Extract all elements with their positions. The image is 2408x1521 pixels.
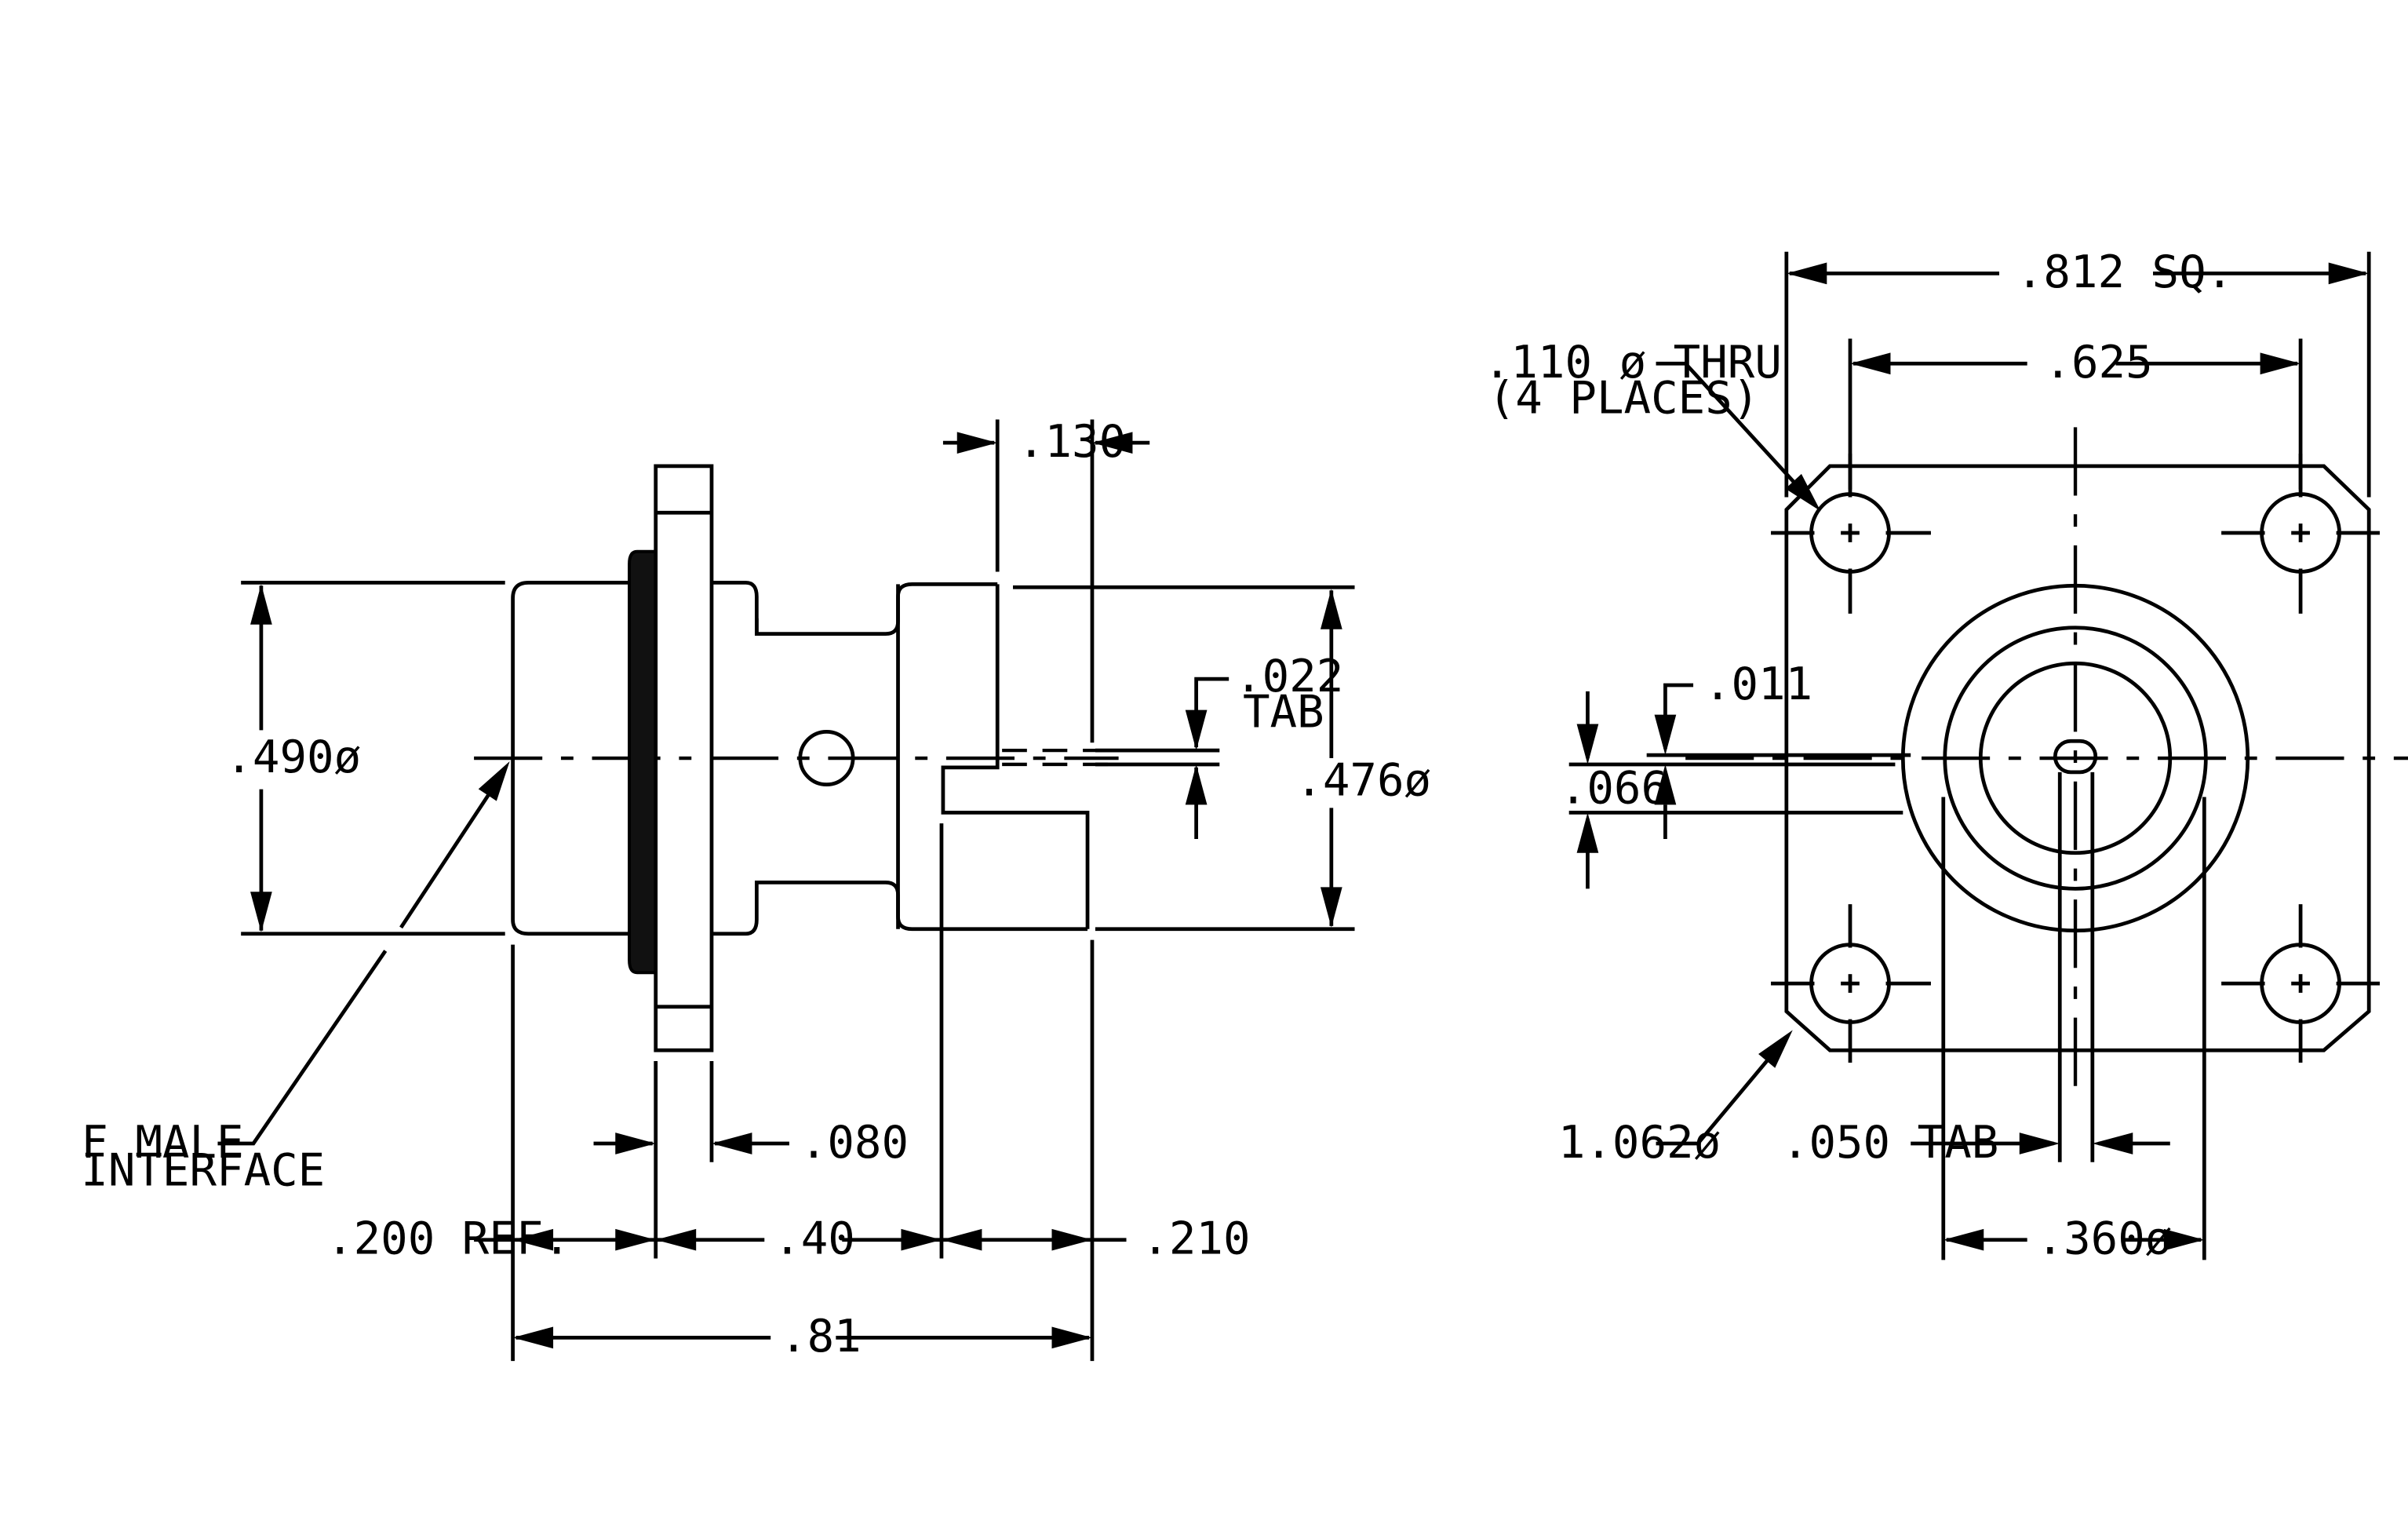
dim-812: .812 SQ. [1786,246,2370,298]
side-view [474,464,1119,1052]
dim-360-label: .360ø [2037,1213,2173,1265]
leader-hole: .110 ø THRU (4 PLACES) [1484,336,1829,519]
dim-066: .066 [1560,691,1668,889]
dim-40-label: .40 [774,1213,855,1265]
dim-81-label: .81 [780,1310,862,1362]
leader-f-male: F MALE INTERFACE [81,755,519,1196]
dim-011-label: .011 [1704,658,1812,710]
dim-490: .490ø [225,584,361,932]
dim-080-label: .080 [800,1116,909,1169]
dim-81: .81 [512,1310,1092,1362]
hole-callout-line1: .110 ø THRU [1484,336,1782,388]
dim-050: .050 TAB [1782,1116,2170,1169]
interface-body [511,580,637,936]
flange [654,464,714,1052]
dim-490-label: .490ø [225,731,361,783]
dim-360: .360ø [1943,1213,2205,1265]
mounting-holes [1771,454,2381,1063]
body-neck-outline [711,580,1088,936]
side-extension-lines [241,419,1355,1362]
hole-callout-line2: (4 PLACES) [1488,372,1760,425]
leader-1062: 1.062ø [1558,1023,1801,1169]
gasket [628,549,658,975]
note-interface: INTERFACE [81,1143,325,1196]
dim-476-label: .476ø [1295,754,1431,807]
dim-200-label: .200 REF. [326,1213,570,1265]
dim-130-label: .130 [1018,415,1126,468]
dim-050-label: .050 TAB [1782,1116,1998,1169]
note-f-male: F MALE [81,1116,243,1169]
dim-080: .080 [593,1116,909,1169]
dim-130: .130 [942,415,1150,468]
front-extension-lines [1568,251,2371,815]
front-view [1685,427,2408,1260]
dim-625-label: .625 [2044,336,2152,388]
dim-476: .476ø [1295,589,1431,928]
dim-022-label: .022 [1235,650,1343,702]
front-body-outline [896,584,1090,929]
dim-022: .022 TAB [1185,650,1343,839]
dim-chain: .200 REF. .40 .210 [326,1213,1250,1265]
dim-625: .625 [1850,336,2301,388]
side-hole [798,730,855,787]
dim-022-tab-label: TAB [1243,685,1324,738]
dim-066-label: .066 [1560,761,1668,814]
dim-812-label: .812 SQ. [2016,246,2233,298]
dim-011: .011 [1654,658,1812,839]
dim-210-label: .210 [1142,1213,1250,1265]
square-flange [1784,464,2371,1052]
dim-1062-label: 1.062ø [1558,1116,1721,1169]
